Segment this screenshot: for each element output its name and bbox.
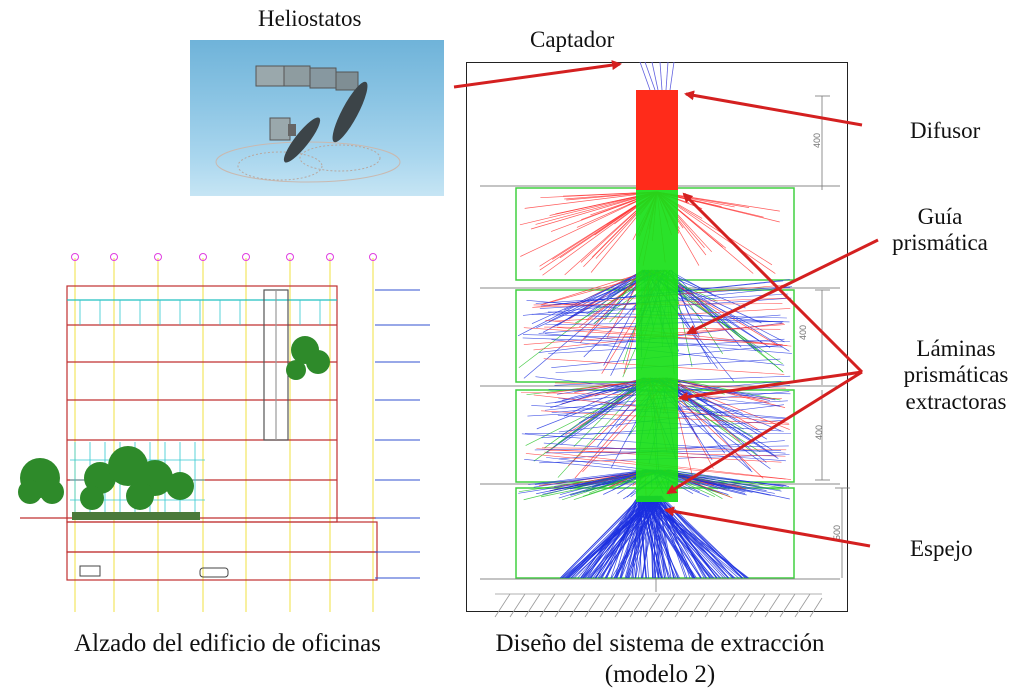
caption-system-line1: Diseño del sistema de extracción [495, 630, 825, 657]
dimension-lines [655, 95, 850, 592]
dimension-label-2: 400 [798, 325, 808, 340]
label-espejo: Espejo [910, 536, 973, 561]
dimension-label-3: 400 [814, 425, 824, 440]
guia-prismatica-block [636, 190, 678, 502]
captador-rays [639, 61, 675, 91]
arrow-laminas-3 [666, 370, 863, 495]
difusor-block [636, 90, 678, 190]
label-guia-line1: Guía [917, 204, 963, 229]
caption-system-line2: (modelo 2) [604, 661, 716, 689]
arrow-difusor [684, 90, 863, 127]
arrow-laminas-1 [682, 192, 864, 374]
label-laminas-line2: prismáticas [903, 362, 1009, 388]
label-laminas: Láminas prismáticas extractoras [886, 336, 1026, 415]
dimension-label-1: 400 [812, 133, 822, 148]
arrow-guia [686, 238, 879, 335]
arrow-captador [453, 60, 622, 89]
label-captador: Captador [530, 27, 615, 52]
label-guia-line2: prismática [892, 230, 988, 256]
label-difusor: Difusor [910, 118, 981, 143]
heliostat-render [190, 40, 444, 196]
label-laminas-line1: Láminas [916, 336, 996, 361]
caption-building: Alzado del edificio de oficinas [74, 630, 381, 657]
label-guia-prismatica: Guía prismática [880, 204, 1000, 257]
label-heliostatos: Heliostatos [258, 6, 362, 31]
arrow-espejo [664, 506, 871, 548]
label-laminas-line3: extractoras [905, 388, 1007, 414]
heliostat-illustration [215, 65, 401, 183]
caption-system: Diseño del sistema de extracción (modelo… [440, 628, 880, 691]
dimension-label-4: 500 [832, 525, 842, 540]
arrow-laminas-2 [678, 370, 863, 402]
ground-hatch [494, 593, 823, 618]
